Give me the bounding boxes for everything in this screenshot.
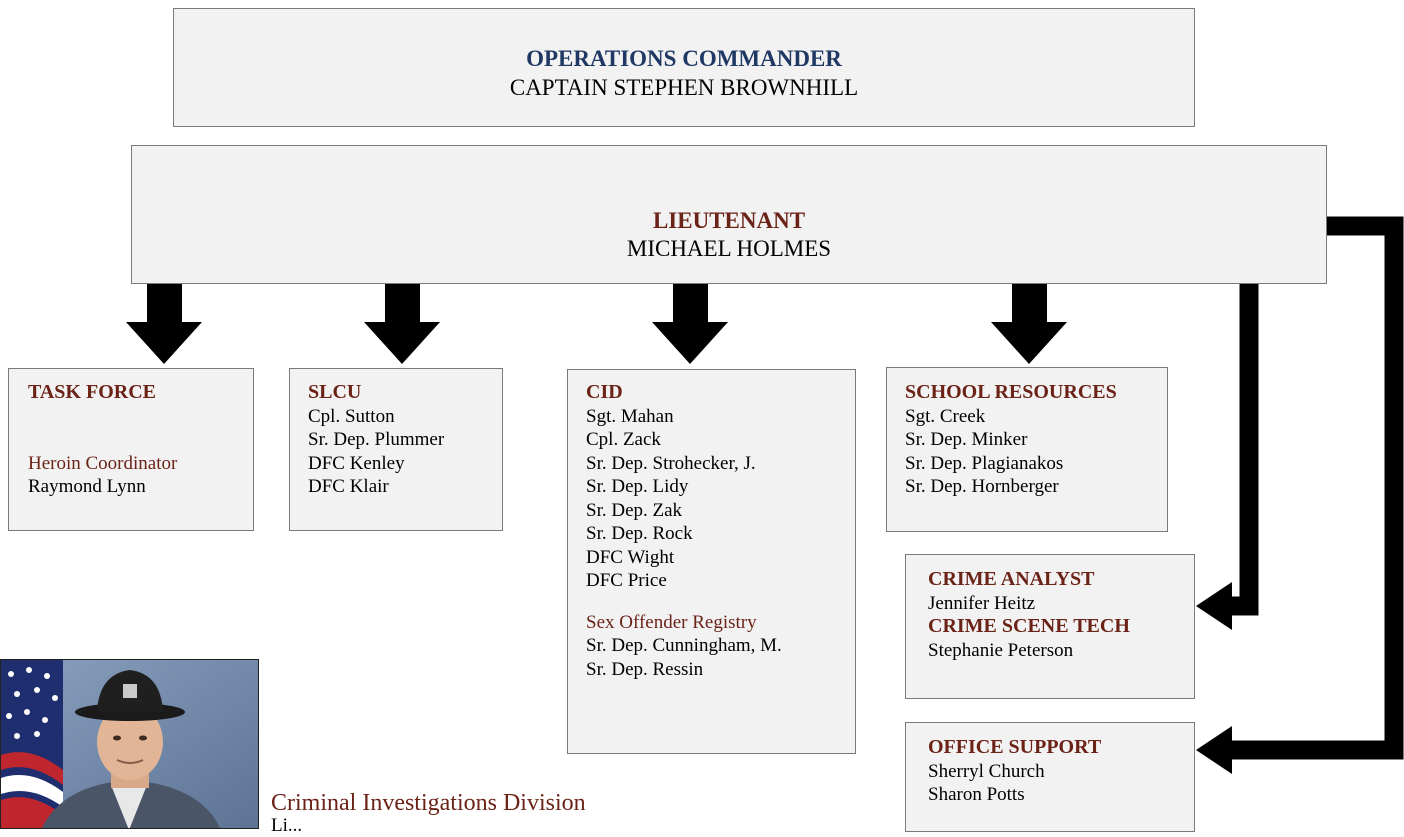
connector-crime-analyst: [1230, 284, 1259, 616]
commander-name: CAPTAIN STEPHEN BROWNHILL: [509, 75, 859, 100]
office-support-box: OFFICE SUPPORT Sherryl Church Sharon Pot…: [905, 722, 1195, 832]
crime-analyst-box: CRIME ANALYST Jennifer Heitz CRIME SCENE…: [905, 554, 1195, 699]
task-force-member: Raymond Lynn: [28, 476, 146, 497]
cid-member: Sr. Dep. Zak: [586, 499, 683, 521]
arrowhead-office-support: [1196, 726, 1232, 774]
slcu-member: DFC Kenley: [308, 452, 405, 474]
school-resources-member: Sgt. Creek: [905, 405, 986, 427]
cid-member: DFC Wight: [586, 546, 675, 568]
slcu-member: DFC Klair: [308, 476, 389, 497]
school-resources-member: Sr. Dep. Minker: [905, 429, 1028, 450]
slcu-title: SLCU: [308, 381, 362, 403]
cid-member: Cpl. Zack: [586, 429, 661, 450]
cid-member: Sr. Dep. Rock: [586, 523, 693, 544]
cid-member: Sr. Dep. Strohecker, J.: [586, 452, 756, 474]
office-support-member: Sherryl Church: [928, 760, 1045, 782]
school-resources-title: SCHOOL RESOURCES: [905, 381, 1117, 403]
slcu-member: Cpl. Sutton: [308, 405, 395, 427]
arrow-school-resources: [991, 284, 1067, 364]
commander-title: OPERATIONS COMMANDER: [526, 46, 842, 71]
arrow-task-force: [126, 284, 202, 364]
cid-member: Sr. Dep. Lidy: [586, 476, 689, 497]
crime-scene-tech-title: CRIME SCENE TECH: [928, 615, 1130, 637]
task-force-box: TASK FORCE Heroin Coordinator Raymond Ly…: [8, 368, 254, 531]
school-resources-member: Sr. Dep. Hornberger: [905, 476, 1059, 497]
arrow-cid: [652, 284, 728, 364]
lieutenant-title: LIEUTENANT: [652, 208, 806, 233]
cid-subtitle: Sex Offender Registry: [586, 611, 757, 633]
arrow-slcu: [364, 284, 440, 364]
task-force-title: TASK FORCE: [28, 381, 156, 403]
office-support-title: OFFICE SUPPORT: [928, 736, 1102, 758]
school-resources-box: SCHOOL RESOURCES Sgt. Creek Sr. Dep. Min…: [886, 367, 1168, 532]
cid-registry-member: Sr. Dep. Cunningham, M.: [586, 635, 782, 656]
division-caption-line2: Li...: [271, 815, 303, 836]
cid-title: CID: [586, 381, 623, 403]
office-support-member: Sharon Potts: [928, 784, 1025, 805]
connector-office-support: [1230, 216, 1404, 760]
commander-box: OPERATIONS COMMANDER CAPTAIN STEPHEN BRO…: [173, 8, 1195, 127]
arrowhead-crime-analyst: [1196, 582, 1232, 630]
lieutenant-box: LIEUTENANT MICHAEL HOLMES: [131, 145, 1327, 284]
task-force-subtitle: Heroin Coordinator: [28, 452, 178, 474]
slcu-box: SLCU Cpl. Sutton Sr. Dep. Plummer DFC Ke…: [289, 368, 503, 531]
cid-member: Sgt. Mahan: [586, 405, 674, 427]
cid-box: CID Sgt. Mahan Cpl. Zack Sr. Dep. Strohe…: [567, 369, 856, 754]
slcu-member: Sr. Dep. Plummer: [308, 429, 445, 450]
division-caption: Criminal Investigations Division: [271, 790, 586, 816]
cid-member: DFC Price: [586, 570, 667, 591]
crime-scene-tech-name: Stephanie Peterson: [928, 639, 1074, 661]
school-resources-member: Sr. Dep. Plagianakos: [905, 452, 1064, 474]
officer-portrait-photo: [0, 659, 259, 829]
crime-analyst-title: CRIME ANALYST: [928, 568, 1095, 590]
crime-analyst-name: Jennifer Heitz: [928, 592, 1036, 614]
cid-registry-member: Sr. Dep. Ressin: [586, 658, 704, 680]
lieutenant-name: MICHAEL HOLMES: [626, 236, 832, 261]
